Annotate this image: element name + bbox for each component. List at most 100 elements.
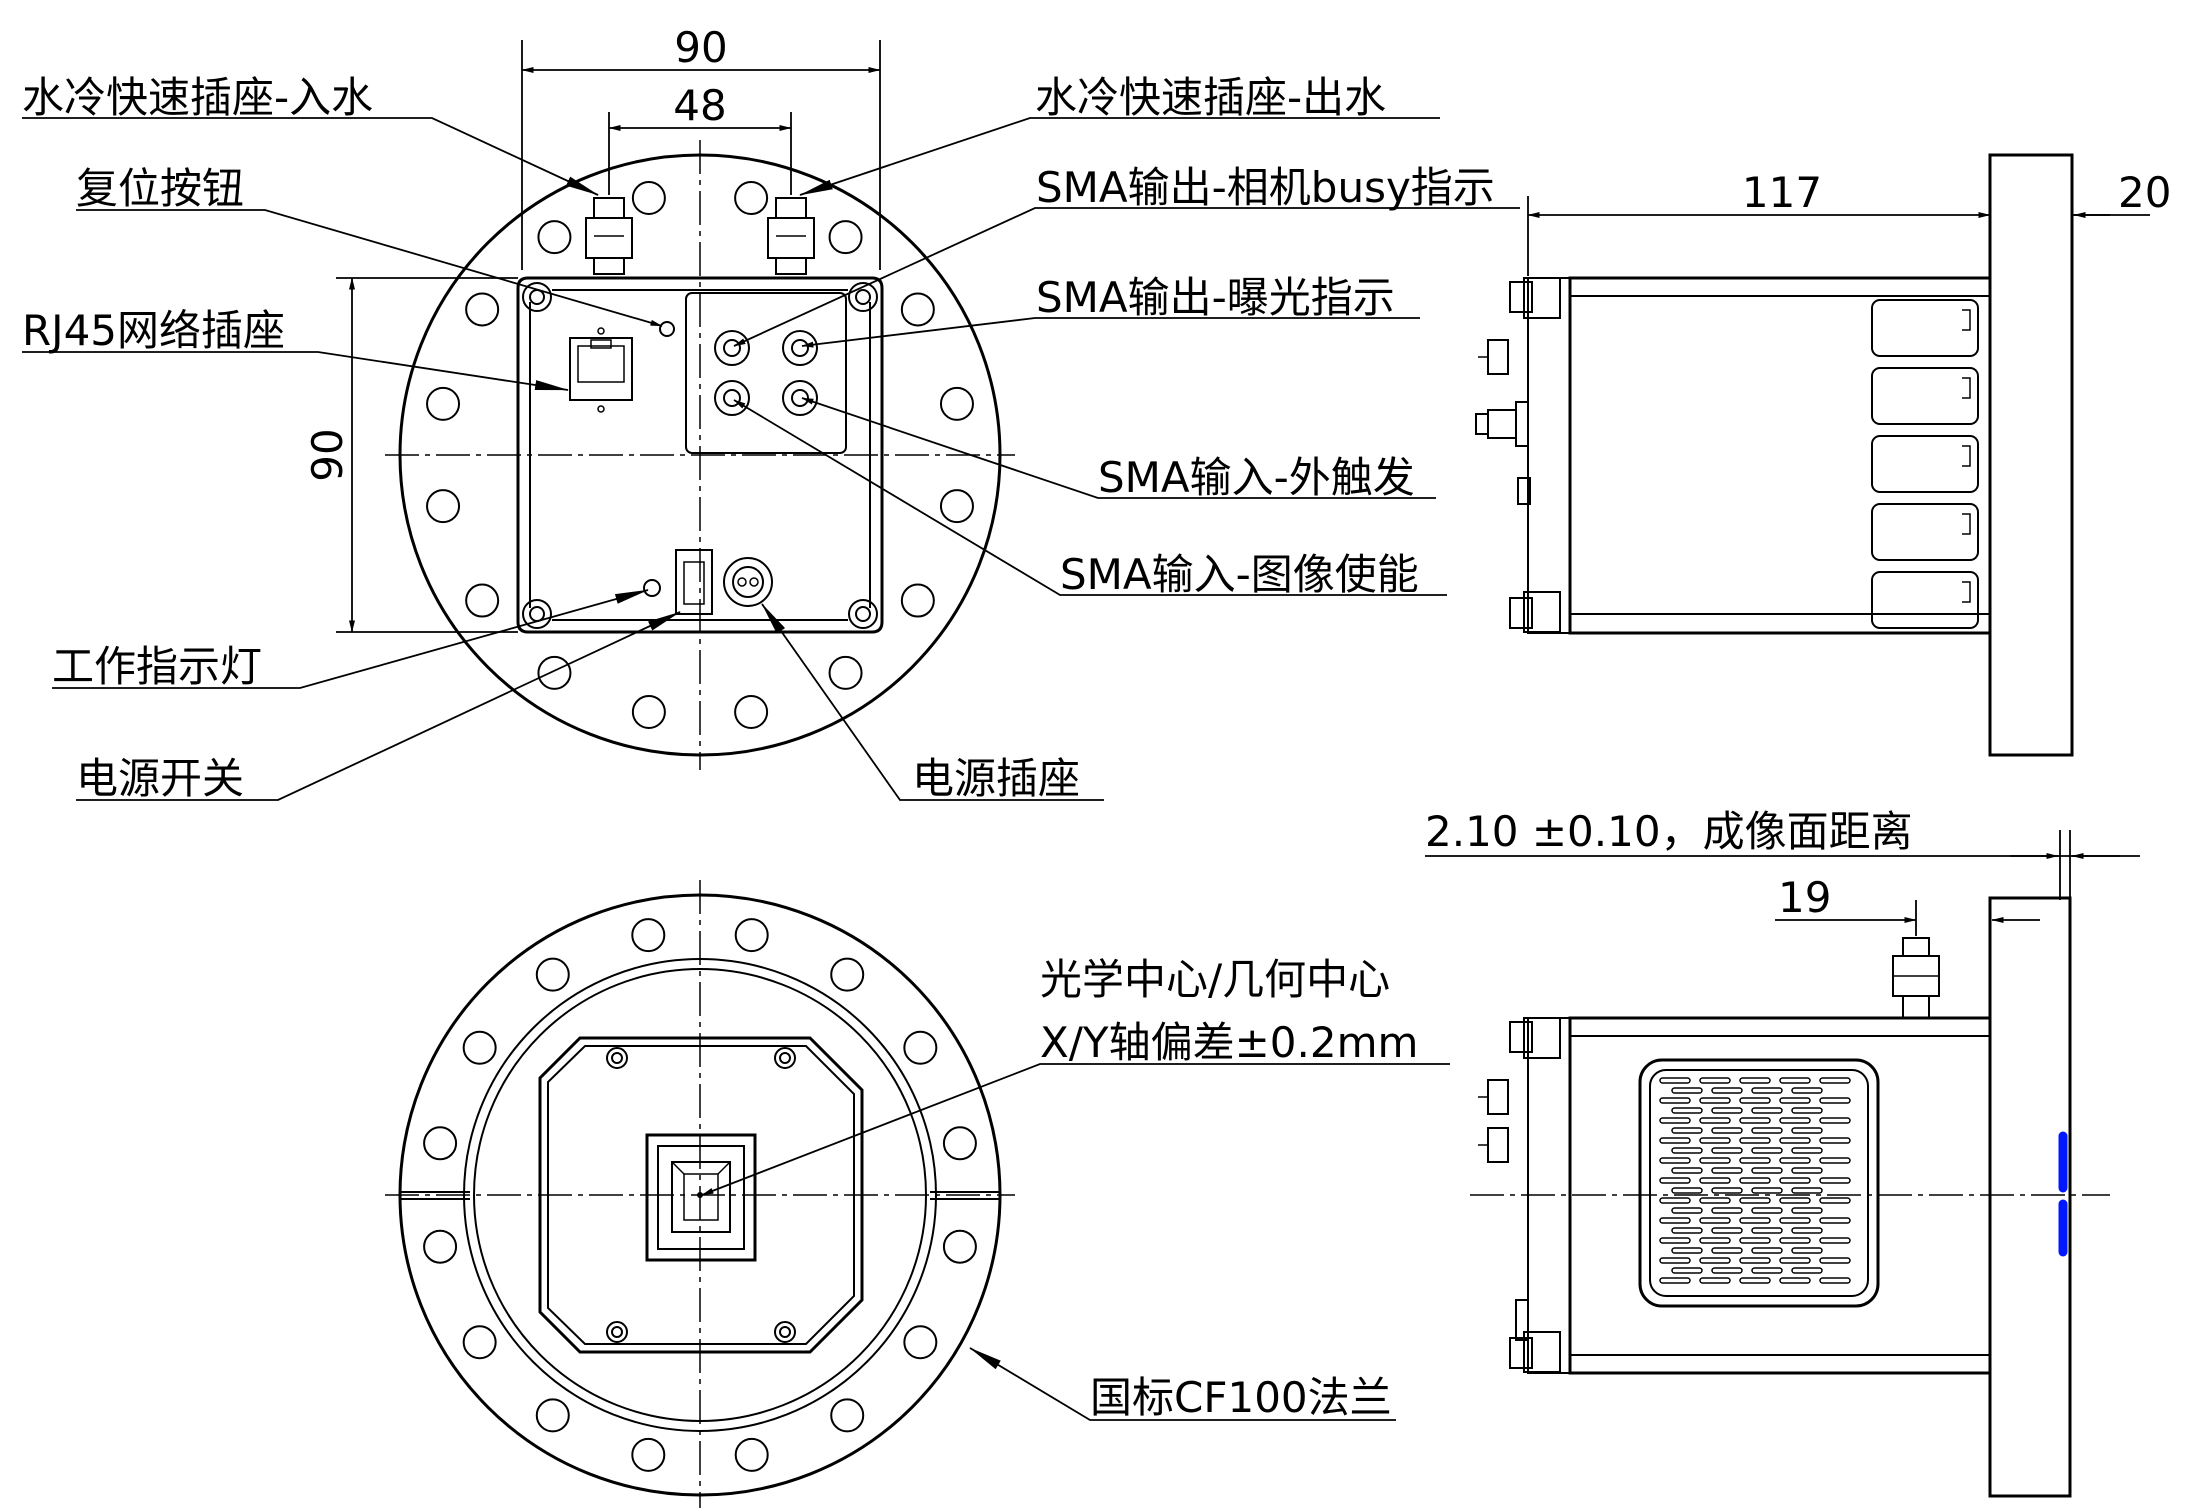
vent-slot (1791, 1107, 1823, 1114)
vent-slot (1699, 1097, 1731, 1104)
vent-slot (1671, 1087, 1703, 1094)
vent-slot (1659, 1117, 1691, 1124)
vent-slot (1739, 1197, 1771, 1204)
power-switch-shape (675, 549, 713, 615)
label-sma-busy-text: SMA输出-相机busy指示 (1036, 163, 1495, 212)
bolt-hole (900, 583, 935, 618)
bolt-hole (465, 583, 500, 618)
vent-slot (1779, 1137, 1811, 1144)
label-rj45: RJ45网络插座 (22, 306, 569, 391)
bolt-hole (828, 655, 863, 690)
bolt-hole (900, 292, 935, 327)
dim-imaging-distance-text: 2.10 ±0.10，成像面距离 (1425, 807, 1913, 856)
label-water-out-text: 水冷快速插座-出水 (1035, 73, 1386, 122)
dim-top-width-inner: 48 (673, 81, 726, 130)
vent-slot (1819, 1277, 1851, 1284)
label-sma-enable-text: SMA输入-图像使能 (1060, 550, 1419, 599)
vent-slot (1819, 1217, 1851, 1224)
vent-slot (1671, 1247, 1703, 1254)
vent-slots (1659, 1077, 1851, 1284)
vent-slot (1791, 1167, 1823, 1174)
vent-slot (1751, 1207, 1783, 1214)
bolt-hole (830, 957, 865, 992)
vent-slot (1711, 1147, 1743, 1154)
bolt-hole (631, 694, 666, 729)
water-connector-in (585, 197, 633, 275)
front-view: 光学中心/几何中心 X/Y轴偏差±0.2mm 国标CF100法兰 (385, 880, 1450, 1508)
label-sma-exposure: SMA输出-曝光指示 (801, 273, 1420, 348)
vent-slot (1791, 1087, 1823, 1094)
vent-slot (1791, 1207, 1823, 1214)
vent-slot (1659, 1077, 1691, 1084)
label-power-switch-text: 电源开关 (76, 754, 244, 803)
heat-fin (1871, 299, 1979, 357)
dim-top-width-outer: 90 (674, 23, 727, 72)
vent-slot (1751, 1247, 1783, 1254)
vent-grille (1638, 1058, 1880, 1308)
label-sma-busy: SMA输出-相机busy指示 (733, 163, 1520, 347)
vent-slot (1699, 1157, 1731, 1164)
label-flange-text: 国标CF100法兰 (1090, 1373, 1392, 1422)
vent-slot (1671, 1227, 1703, 1234)
vent-slot (1699, 1177, 1731, 1184)
vent-slot (1659, 1277, 1691, 1284)
vent-slot (1791, 1147, 1823, 1154)
vent-slot (1779, 1097, 1811, 1104)
dim-imaging-distance: 2.10 ±0.10，成像面距离 (1425, 807, 2140, 900)
vent-slot (1819, 1077, 1851, 1084)
sensor-window (645, 1133, 757, 1262)
vent-slot (1671, 1167, 1703, 1174)
vent-slot (1739, 1137, 1771, 1144)
side-view-top: 117 20 (1475, 153, 2171, 757)
vent-slot (1659, 1177, 1691, 1184)
vent-slot (1819, 1137, 1851, 1144)
bolt-hole (631, 918, 666, 953)
label-flange: 国标CF100法兰 (969, 1347, 1396, 1422)
bolt-hole (830, 1398, 865, 1433)
vent-slot (1711, 1087, 1743, 1094)
front-bolt-holes (423, 918, 977, 1472)
vent-slot (1779, 1077, 1811, 1084)
vent-slot (1659, 1157, 1691, 1164)
rear-bolt-holes (426, 181, 974, 729)
vent-slot (1671, 1187, 1703, 1194)
label-rj45-text: RJ45网络插座 (22, 306, 285, 355)
vent-slot (1791, 1247, 1823, 1254)
rear-view: 90 48 90 水冷快速插座-入水 水冷快速插座-出水 复位按钮 (22, 23, 1520, 803)
bolt-hole (734, 694, 769, 729)
front-plate-screws (606, 1047, 796, 1343)
bolt-hole (462, 1030, 497, 1065)
label-sma-trigger-text: SMA输入-外触发 (1098, 453, 1415, 502)
vent-slot (1739, 1237, 1771, 1244)
bolt-hole (903, 1325, 938, 1360)
heat-fin (1871, 503, 1979, 561)
vent-slot (1739, 1177, 1771, 1184)
vent-slot (1671, 1127, 1703, 1134)
side-connectors (1475, 339, 1531, 505)
bolt-hole (942, 1126, 977, 1161)
vent-slot (1659, 1257, 1691, 1264)
vent-slot (1739, 1217, 1771, 1224)
vent-slot (1779, 1157, 1811, 1164)
vent-slot (1751, 1267, 1783, 1274)
vent-slot (1711, 1127, 1743, 1134)
bolt-hole (535, 1398, 570, 1433)
vent-slot (1779, 1177, 1811, 1184)
label-water-in-text: 水冷快速插座-入水 (22, 73, 373, 122)
rj45-socket (569, 327, 633, 413)
bolt-hole (939, 386, 974, 421)
dim-left-90: 90 (303, 277, 518, 633)
vent-slot (1699, 1077, 1731, 1084)
side-fins (1871, 299, 1979, 629)
heat-fin (1871, 435, 1979, 493)
bolt-hole (535, 957, 570, 992)
bolt-hole (423, 1126, 458, 1161)
power-socket-shape (723, 557, 773, 607)
label-work-light-text: 工作指示灯 (52, 642, 262, 691)
label-work-light: 工作指示灯 (52, 589, 649, 691)
label-power-switch: 电源开关 (76, 611, 681, 803)
dim-side-length: 117 (1742, 168, 1822, 217)
vent-slot (1739, 1257, 1771, 1264)
label-power-socket-text: 电源插座 (912, 754, 1080, 803)
